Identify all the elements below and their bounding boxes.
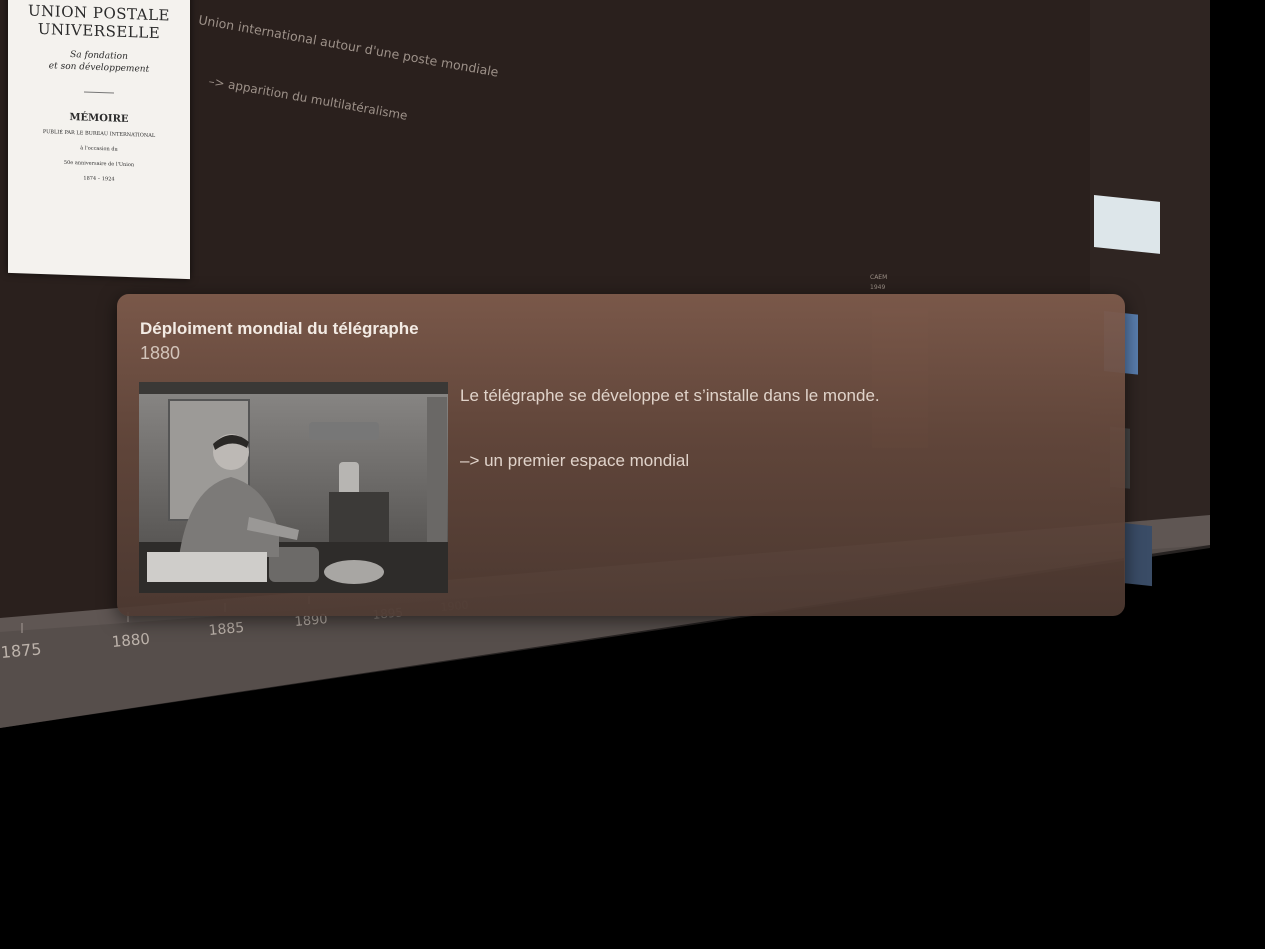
bg-document-upu: UNION POSTALE UNIVERSELLE Sa fondation e… [8, 0, 190, 280]
bg-marker-year: 1949 [870, 284, 886, 291]
doc-rule [84, 91, 114, 94]
doc-title: UNION POSTALE UNIVERSELLE [28, 1, 170, 43]
doc-body-3: 50e anniversaire de l'Union [63, 159, 135, 169]
doc-body-4: 1874 – 1924 [83, 175, 115, 183]
event-detail-panel[interactable]: Déploiment mondial du télégraphe 1880 [117, 294, 1125, 616]
doc-heading: MÉMOIRE [69, 111, 129, 126]
axis-year-1880: 1880 [111, 629, 151, 651]
axis-year-1875: 1875 [0, 639, 43, 662]
axis-year-1885: 1885 [208, 619, 245, 639]
bg-marker-label: CAEM [870, 274, 888, 281]
event-note: –> un premier espace mondial [460, 451, 690, 470]
event-description: Le télégraphe se développe et s’installe… [460, 386, 880, 405]
doc-body-1: PUBLIÉ PAR LE BUREAU INTERNATIONAL [42, 129, 156, 139]
event-year: 1880 [140, 343, 181, 363]
bg-thumb-4 [1124, 523, 1152, 587]
event-photo [139, 382, 448, 593]
telegraph-operator-photo-icon [139, 382, 448, 593]
bg-thumb-1 [1094, 194, 1160, 254]
doc-body-2: à l'occasion du [80, 145, 118, 153]
event-title: Déploiment mondial du télégraphe [140, 319, 419, 338]
